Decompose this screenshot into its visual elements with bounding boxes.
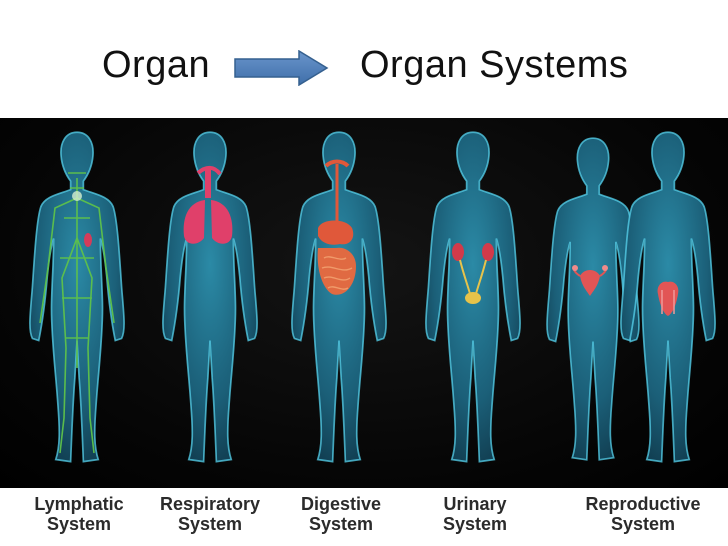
reproductive-female-figure — [546, 137, 640, 461]
uterus — [580, 270, 600, 296]
left-lung — [183, 200, 205, 244]
lymphatic-figure — [29, 131, 125, 463]
urinary-figure — [425, 131, 521, 463]
bladder — [465, 292, 481, 304]
right-lung — [211, 200, 233, 244]
label-lymphatic: Lymphatic System — [34, 494, 124, 534]
digestive-figure — [291, 131, 387, 463]
label-digestive: Digestive System — [300, 494, 382, 534]
label-reproductive: Reproductive System — [585, 494, 701, 534]
label-respiratory: Respiratory System — [159, 494, 261, 534]
reproductive-male-figure — [620, 131, 716, 463]
respiratory-figure — [162, 131, 258, 463]
stomach — [318, 220, 354, 245]
right-arrow-icon — [234, 50, 329, 86]
label-urinary: Urinary System — [442, 494, 508, 534]
ureters — [459, 259, 487, 295]
left-kidney — [452, 243, 464, 261]
male-reproductive-organs — [657, 281, 679, 316]
organ-systems-title: Organ Systems — [360, 44, 629, 86]
trachea — [205, 168, 211, 198]
body-figures — [29, 131, 716, 463]
organ-systems-illustration — [0, 118, 728, 488]
organ-title: Organ — [102, 44, 211, 86]
right-kidney — [482, 243, 494, 261]
system-labels — [0, 488, 728, 546]
thymus — [72, 191, 82, 201]
spleen — [84, 233, 92, 247]
lymphatic-network — [39, 172, 115, 454]
intestines — [317, 247, 356, 295]
slide-header: Organ Organ Systems — [0, 0, 728, 118]
